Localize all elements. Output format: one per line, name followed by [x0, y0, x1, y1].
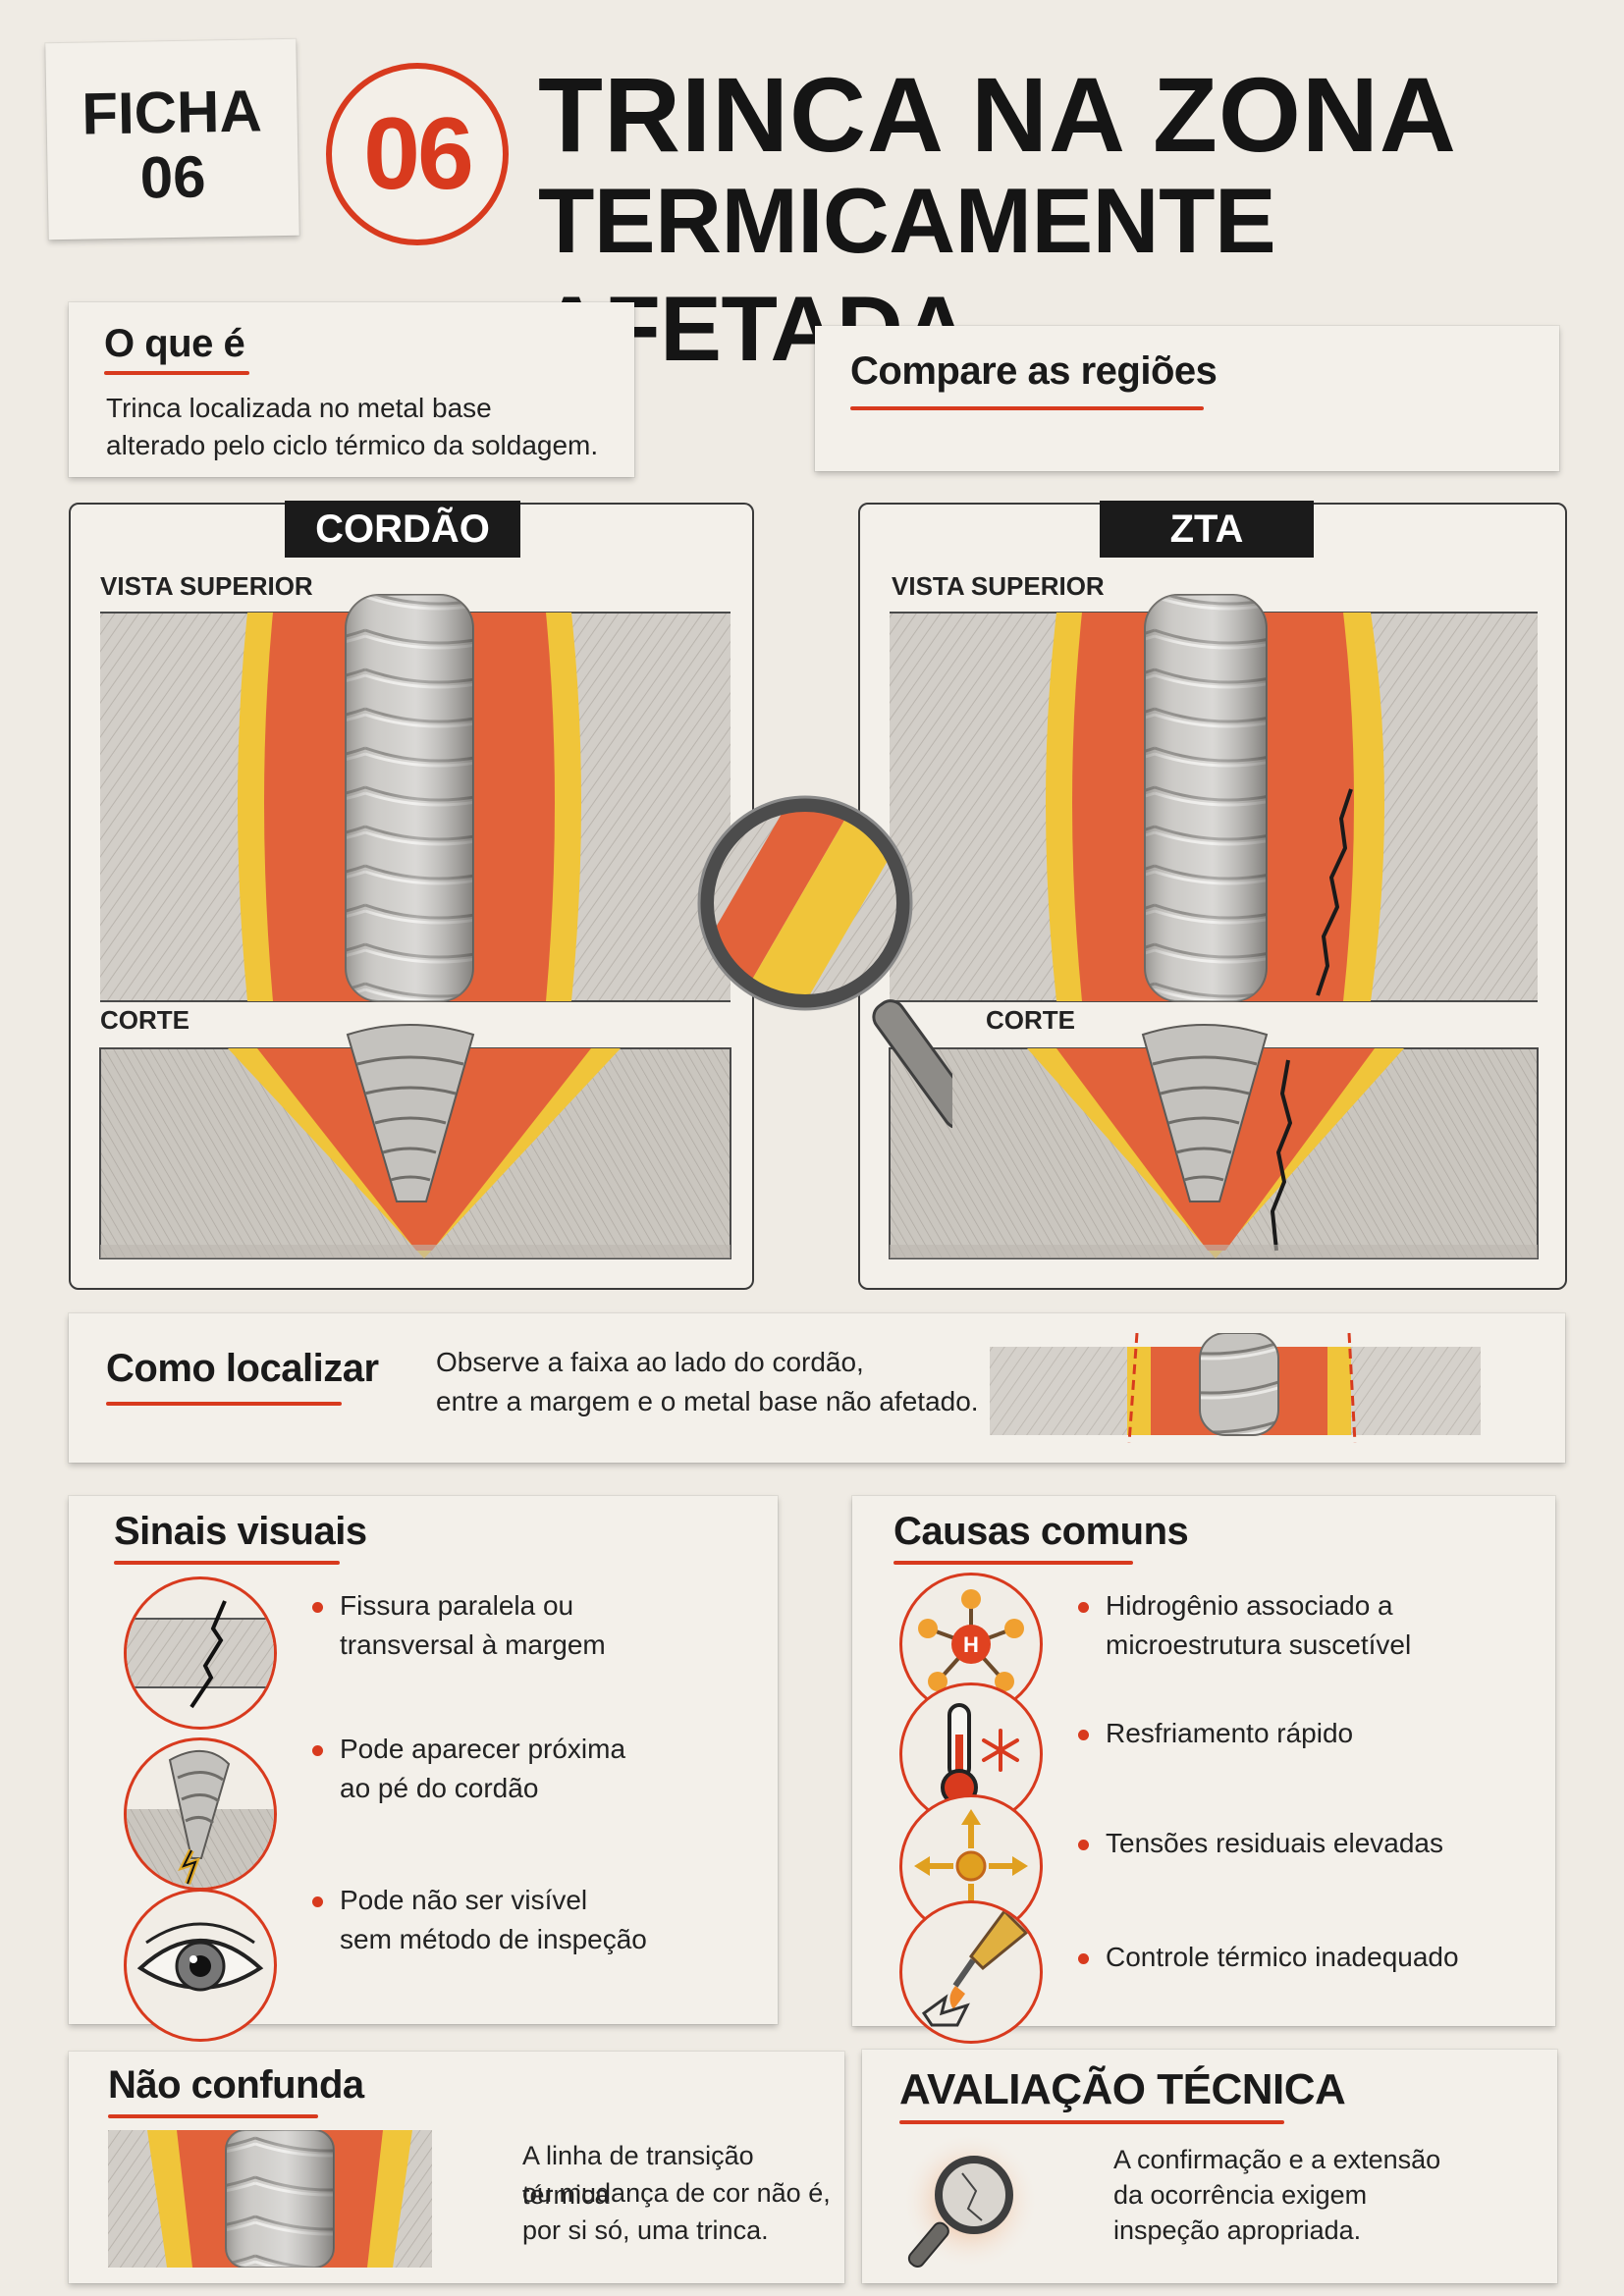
sheet-label-card: FICHA 06: [45, 38, 299, 240]
inspection-magnifier-icon: [901, 2132, 1039, 2269]
visual-sign-3-line2: sem método de inspeção: [340, 1924, 647, 1954]
haz-top-label: VISTA SUPERIOR: [892, 571, 1105, 601]
haz-section-label: CORTE: [986, 1005, 1075, 1035]
visual-sign-1-line1: Fissura paralela ou: [340, 1590, 574, 1621]
torch-icon: [899, 1900, 1043, 2044]
cause-bullet-3: [1078, 1840, 1089, 1850]
visual-sign-2-line2: ao pé do cordão: [340, 1773, 539, 1803]
locate-underline: [106, 1402, 342, 1406]
haz-crack-top: [1316, 788, 1353, 996]
technical-eval-title: AVALIAÇÃO TÉCNICA: [899, 2065, 1346, 2113]
locate-text-line1: Observe a faixa ao lado do cordão,: [436, 1347, 864, 1377]
crack-surface-icon: [124, 1576, 277, 1730]
weld-bead-panel: CORDÃO VISTA SUPERIOR CORTE: [69, 501, 754, 1290]
definition-text-line2: alterado pelo ciclo térmico da soldagem.: [106, 430, 599, 460]
weld-bead-section-label: CORTE: [100, 1005, 189, 1035]
common-causes-underline: [893, 1561, 1133, 1565]
sheet-label-line1: FICHA: [81, 78, 263, 147]
compare-title: Compare as regiões: [850, 349, 1218, 393]
compare-underline: [850, 406, 1204, 410]
visual-signs-card: Sinais visuais Fissura paralela ou trans…: [69, 1496, 778, 2042]
do-not-confuse-card: Não confunda A linha de transição térmic…: [69, 2052, 844, 2283]
sheet-label-line2: 06: [139, 143, 207, 211]
technical-eval-text-line1: A confirmação e a extensão: [1113, 2145, 1441, 2174]
visual-sign-3-line1: Pode não ser visível: [340, 1885, 588, 1915]
haz-crack-section: [1271, 1059, 1292, 1252]
do-not-confuse-text-line2: ou mudança de cor não é,: [522, 2178, 831, 2208]
locate-illustration: [990, 1333, 1481, 1443]
page-title-line1: TRINCA NA ZONA: [538, 55, 1457, 174]
definition-title: O que é: [104, 322, 245, 365]
do-not-confuse-text-line3: por si só, uma trinca.: [522, 2216, 769, 2245]
cause-1-line2: microestrutura suscetível: [1106, 1629, 1412, 1660]
do-not-confuse-text-line1: A linha de transição térmica: [522, 2141, 754, 2210]
compare-card: Compare as regiões: [815, 326, 1559, 471]
cause-4-line1: Controle térmico inadequado: [1106, 1942, 1459, 1972]
definition-underline: [104, 371, 249, 375]
visual-signs-underline: [114, 1561, 340, 1565]
visual-sign-1-line2: transversal à margem: [340, 1629, 606, 1660]
sheet-number-badge: 06: [326, 63, 509, 245]
common-causes-title: Causas comuns: [893, 1510, 1189, 1553]
technical-eval-underline: [899, 2120, 1284, 2124]
hydrogen-symbol: H: [963, 1632, 979, 1657]
technical-eval-card: AVALIAÇÃO TÉCNICA A confirmação e a exte…: [862, 2050, 1557, 2283]
haz-tag: ZTA: [1100, 501, 1314, 558]
definition-text-line1: Trinca localizada no metal base: [106, 393, 492, 423]
haz-panel: ZTA VISTA SUPERIOR CORTE: [858, 501, 1567, 1290]
visual-sign-bullet-2: [312, 1745, 323, 1756]
do-not-confuse-underline: [108, 2114, 318, 2118]
cause-bullet-2: [1078, 1730, 1089, 1740]
magnifier-icon: [697, 795, 952, 1130]
cause-bullet-4: [1078, 1953, 1089, 1964]
eye-icon: [124, 1889, 277, 2042]
visual-sign-2-line1: Pode aparecer próxima: [340, 1734, 626, 1764]
visual-sign-bullet-1: [312, 1602, 323, 1613]
definition-card: O que é Trinca localizada no metal base …: [69, 302, 634, 477]
cause-1-line1: Hidrogênio associado a: [1106, 1590, 1393, 1621]
technical-eval-text-line3: inspeção apropriada.: [1113, 2216, 1362, 2245]
haz-top-view: [889, 594, 1539, 1259]
weld-bead-top-label: VISTA SUPERIOR: [100, 571, 313, 601]
do-not-confuse-title: Não confunda: [108, 2063, 364, 2107]
weld-toe-icon: [124, 1737, 277, 1891]
visual-signs-title: Sinais visuais: [114, 1510, 367, 1553]
common-causes-card: Causas comuns H Hidrogênio associado a m…: [852, 1496, 1555, 2044]
locate-card: Como localizar Observe a faixa ao lado d…: [69, 1313, 1565, 1463]
do-not-confuse-illustration: [108, 2130, 432, 2268]
cause-bullet-1: [1078, 1602, 1089, 1613]
weld-bead-tag: CORDÃO: [285, 501, 520, 558]
cause-2-line1: Resfriamento rápido: [1106, 1718, 1354, 1748]
visual-sign-bullet-3: [312, 1896, 323, 1907]
locate-title: Como localizar: [106, 1347, 379, 1390]
locate-text-line2: entre a margem e o metal base não afetad…: [436, 1386, 979, 1416]
technical-eval-text-line2: da ocorrência exigem: [1113, 2180, 1368, 2210]
sheet-number: 06: [363, 97, 474, 211]
cause-3-line1: Tensões residuais elevadas: [1106, 1828, 1443, 1858]
weld-bead-top-view: [99, 594, 731, 1259]
